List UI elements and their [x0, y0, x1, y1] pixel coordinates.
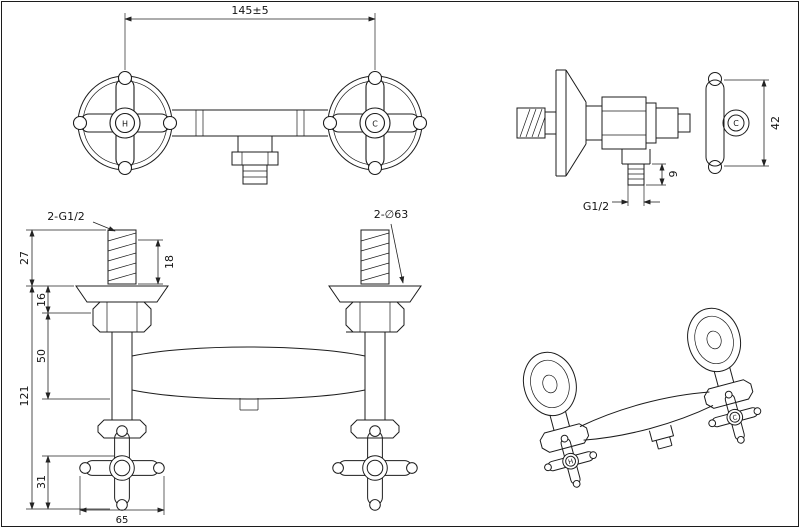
hot-handle: H — [73, 71, 177, 175]
dim-flange-gap: 16 — [35, 285, 91, 314]
left-flange-top — [75, 285, 169, 303]
side-handle-letter: C — [733, 119, 739, 128]
dim-body-offset: 50 — [35, 312, 110, 400]
top-view: 2-G1/2 2-∅63 18 27 121 16 5 — [18, 208, 422, 526]
dim-2d63-label: 2-∅63 — [374, 208, 409, 221]
dim-27-label: 27 — [18, 251, 31, 265]
dim-65-label: 65 — [116, 515, 129, 526]
dim-9-label: 9 — [667, 171, 680, 178]
valve-pipes — [111, 332, 386, 420]
cold-handle-letter: C — [372, 120, 378, 129]
dim-145-label: 145±5 — [231, 4, 268, 17]
persp-valves — [539, 379, 754, 453]
dim-31-label: 31 — [35, 475, 48, 489]
cold-handle: C — [323, 71, 427, 175]
persp-cold-handle: C — [701, 384, 768, 451]
right-handle-base — [350, 419, 400, 439]
dim-g12-label: G1/2 — [583, 200, 609, 213]
persp-stems — [549, 366, 735, 431]
outlet-assembly — [231, 151, 279, 185]
persp-hot-letter: H — [567, 457, 574, 466]
valve-body-side — [585, 96, 691, 150]
front-view: H C 145±5 — [73, 4, 427, 185]
dim-handle-depth: 42 — [724, 79, 782, 167]
dim-2g12-label: 2-G1/2 — [47, 210, 85, 223]
inlet-thread-stub — [516, 107, 557, 139]
persp-body — [579, 391, 714, 441]
persp-hot-handle: H — [537, 428, 604, 495]
dim-outlet-thread: G1/2 — [583, 185, 660, 213]
body-top — [131, 346, 366, 411]
perspective-view: H C — [522, 307, 768, 495]
persp-left-flange — [522, 351, 577, 417]
handle-side: C — [705, 72, 750, 174]
left-inlet-thread — [107, 229, 137, 285]
right-hex-nut — [345, 301, 405, 333]
dim-121-label: 121 — [18, 386, 31, 407]
left-handle-base — [97, 419, 147, 439]
dim-inlet-thread: 2-G1/2 — [47, 210, 116, 232]
dim-16-label: 16 — [35, 293, 48, 307]
persp-right-flange — [687, 307, 742, 373]
dim-thread-length: 18 — [138, 239, 176, 285]
dim-50-label: 50 — [35, 349, 48, 363]
dim-flange-diameter: 2-∅63 — [374, 208, 409, 284]
dim-total-depth: 121 — [18, 285, 35, 510]
left-hex-nut — [92, 301, 152, 333]
dim-outlet-stub: 9 — [646, 163, 680, 186]
dim-18-label: 18 — [163, 255, 176, 269]
wall-flange-side — [555, 69, 587, 177]
dim-handle-clearance: 31 — [35, 455, 114, 510]
right-flange-top — [328, 285, 422, 303]
persp-cold-letter: C — [732, 413, 739, 422]
dim-42-label: 42 — [769, 116, 782, 130]
outlet-side — [621, 149, 651, 186]
right-inlet-thread — [360, 229, 390, 285]
dim-handle-width: 65 — [79, 476, 165, 526]
hot-handle-letter: H — [122, 120, 128, 129]
persp-outlet — [648, 424, 675, 450]
side-view: C 9 42 G1/2 — [516, 69, 782, 213]
mixer-body — [172, 109, 328, 152]
dim-overall-width: 145±5 — [124, 4, 376, 70]
